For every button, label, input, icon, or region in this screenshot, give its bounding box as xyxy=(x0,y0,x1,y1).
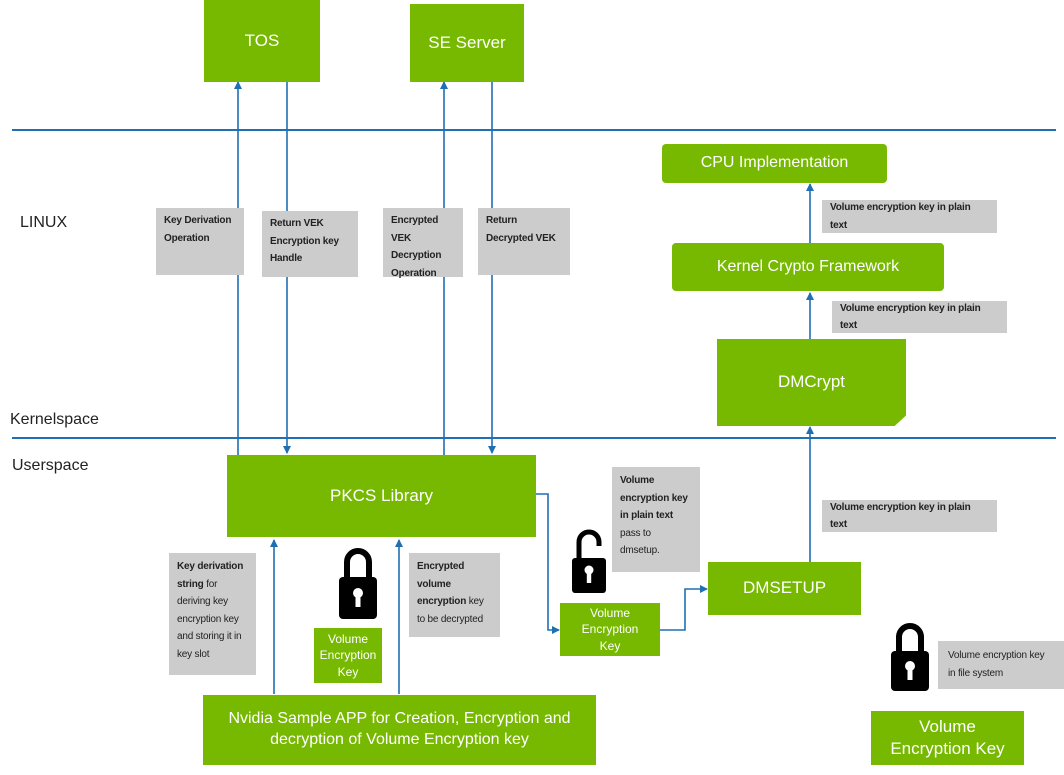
nvidia-sample-app-box: Nvidia Sample APP for Creation, Encrypti… xyxy=(203,695,596,765)
lock-open-icon xyxy=(572,529,606,593)
lock-closed-icon xyxy=(339,548,377,619)
tos-box: TOS xyxy=(204,0,320,82)
arrow-vek-to-dmsetup xyxy=(660,585,708,631)
note-enc-vek-plain: key to be decrypted xyxy=(417,596,484,625)
note-kds-bold: Key derivation string xyxy=(177,561,244,590)
layer-label-linux: LINUX xyxy=(20,214,68,231)
note-enc-vek-bold: Encrypted volume encryption xyxy=(417,561,467,607)
kernel-crypto-framework-box: Kernel Crypto Framework xyxy=(672,243,944,291)
note-key-derivation-string: Key derivation string for deriving key e… xyxy=(169,553,256,675)
layer-label-userspace: Userspace xyxy=(12,457,89,474)
volume-encryption-key-mid-box: Volume Encryption Key xyxy=(560,603,660,656)
note-pass-plain: pass to dmsetup. xyxy=(620,527,660,557)
note-return-decrypted-vek: Return Decrypted VEK xyxy=(478,208,570,275)
note-key-in-file-system: Volume encryption key in file system xyxy=(938,641,1064,689)
note-return-vek-handle: Return VEK Encryption key Handle xyxy=(262,211,358,277)
note-encrypted-volume-key: Encrypted volume encryption key to be de… xyxy=(409,553,500,637)
note-kds-plain: for deriving key encryption key and stor… xyxy=(177,578,242,660)
note-plain-text-cpu: Volume encryption key in plain text xyxy=(822,200,997,233)
volume-encryption-key-fs-box: Volume Encryption Key xyxy=(871,711,1024,765)
cpu-implementation-box: CPU Implementation xyxy=(662,144,887,183)
note-plain-text-dmsetup: Volume encryption key in plain text xyxy=(822,500,997,532)
kernel-user-divider xyxy=(12,437,1056,439)
note-key-derivation-operation: Key Derivation Operation xyxy=(156,208,244,275)
lock-closed-icon xyxy=(891,623,929,691)
note-pass-to-dmsetup: Volume encryption key in plain text pass… xyxy=(612,467,700,572)
note-plain-text-kcf: Volume encryption key in plain text xyxy=(832,301,1007,333)
arrow-pkcs-to-vek xyxy=(536,493,560,634)
layer-label-kernelspace: Kernelspace xyxy=(10,411,99,428)
dmcrypt-box: DMCrypt xyxy=(717,339,906,426)
pkcs-library-box: PKCS Library xyxy=(227,455,536,537)
linux-top-divider xyxy=(12,129,1056,131)
note-fs-text: Volume encryption key in file system xyxy=(948,650,1045,679)
note-encrypted-vek-decryption: Encrypted VEK Decryption Operation xyxy=(383,208,463,279)
note-pass-bold: Volume encryption key in plain text xyxy=(620,475,688,521)
se-server-box: SE Server xyxy=(410,4,524,82)
volume-encryption-key-app-box: Volume Encryption Key xyxy=(314,628,382,683)
dmsetup-box: DMSETUP xyxy=(708,562,861,615)
